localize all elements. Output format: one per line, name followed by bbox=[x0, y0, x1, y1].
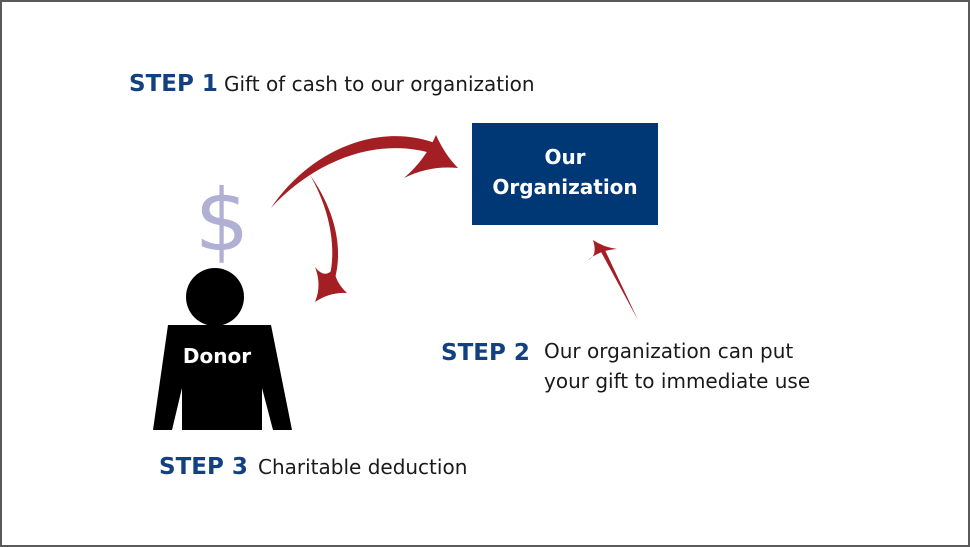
step2-label: STEP 2 bbox=[441, 340, 530, 366]
donor-head bbox=[186, 268, 244, 326]
arrows bbox=[271, 135, 638, 320]
step2-text-line2: your gift to immediate use bbox=[544, 369, 810, 393]
organization-line2: Organization bbox=[492, 175, 637, 199]
step1-label: STEP 1 bbox=[129, 71, 218, 97]
deduction-arrow-head bbox=[315, 267, 347, 302]
gift-arrow-shaft bbox=[271, 136, 440, 208]
step3-text: Charitable deduction bbox=[258, 455, 467, 479]
step2-text-line1: Our organization can put bbox=[544, 339, 793, 363]
use-arrow-shaft bbox=[600, 248, 638, 320]
step1-text: Gift of cash to our organization bbox=[224, 72, 535, 96]
organization-box bbox=[472, 123, 658, 225]
organization-line1: Our bbox=[544, 145, 585, 169]
donor-figure bbox=[153, 268, 292, 430]
use-arrow-head bbox=[588, 240, 617, 260]
step3-label: STEP 3 bbox=[159, 454, 248, 480]
dollar-icon: $ bbox=[195, 171, 250, 271]
gift-arrow-head bbox=[404, 135, 458, 178]
donor-body bbox=[153, 325, 292, 430]
deduction-arrow-shaft bbox=[310, 175, 339, 285]
donor-label: Donor bbox=[183, 344, 251, 368]
